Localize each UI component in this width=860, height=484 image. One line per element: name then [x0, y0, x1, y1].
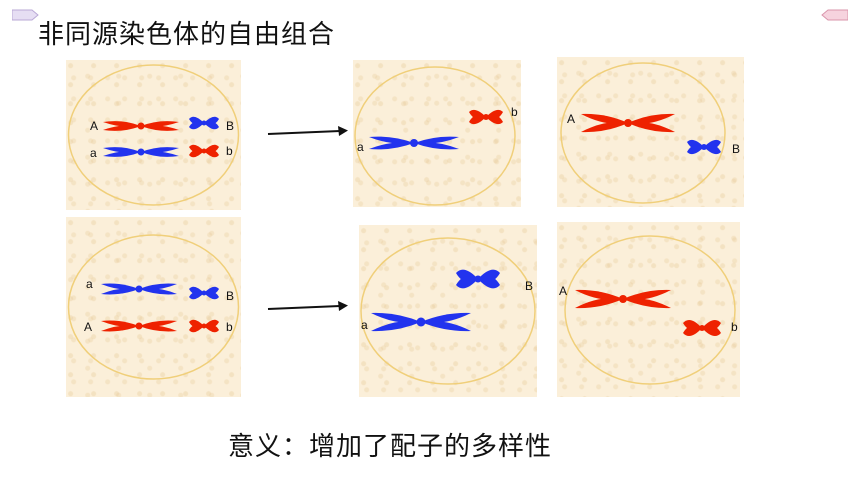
allele-label: b: [226, 144, 233, 158]
allele-label: a: [90, 146, 97, 160]
allele-label: A: [559, 284, 567, 298]
corner-tab-right-icon: [821, 9, 848, 21]
allele-label: B: [525, 279, 533, 293]
chromosome-blue-short: [189, 286, 219, 300]
significance-caption: 意义：增加了配子的多样性: [228, 432, 553, 462]
chromosome-blue-long: [371, 312, 471, 332]
gamete-cell-2a: a B: [359, 225, 537, 397]
chromosome-blue-short: [189, 116, 219, 130]
allele-label: a: [361, 318, 368, 332]
cell-membrane: [360, 237, 536, 385]
parent-cell-1: A B a b: [66, 60, 241, 210]
chromosome-red-short: [683, 319, 721, 337]
parent-cell-2: a B A b: [66, 217, 241, 397]
gamete-cell-2b: A b: [557, 222, 740, 397]
cell-membrane: [67, 64, 240, 206]
gamete-cell-1b: A B: [557, 57, 744, 207]
cell-membrane: [564, 235, 736, 385]
allele-label: A: [90, 119, 98, 133]
chromosome-red-long: [101, 320, 177, 332]
allele-label: a: [86, 277, 93, 291]
cell-membrane: [67, 234, 240, 380]
allele-label: B: [732, 142, 740, 156]
chromosome-blue-long: [103, 147, 179, 157]
chromosome-red-short: [189, 144, 219, 158]
chromosome-red-short: [189, 319, 219, 333]
chromosome-blue-long: [369, 136, 459, 150]
chromosome-blue-short: [456, 269, 500, 289]
chromosome-red-long: [581, 113, 675, 133]
chromosome-blue-long: [101, 283, 177, 295]
allele-label: a: [357, 140, 364, 154]
chromosome-red-long: [575, 289, 671, 309]
allele-label: b: [511, 105, 518, 119]
corner-tab-left-icon: [12, 9, 39, 21]
allele-label: b: [731, 320, 738, 334]
page-title: 非同源染色体的自由组合: [38, 20, 336, 50]
gamete-cell-1a: a b: [353, 60, 521, 207]
chromosome-red-short: [469, 109, 503, 125]
chromosome-blue-short: [687, 139, 721, 155]
cell-membrane: [560, 62, 726, 204]
allele-label: B: [226, 289, 234, 303]
cell-membrane: [354, 66, 516, 206]
allele-label: A: [567, 112, 575, 126]
arrow-right-icon: [267, 126, 348, 136]
arrow-right-icon: [267, 301, 348, 311]
chromosome-red-long: [103, 121, 179, 131]
allele-label: b: [226, 320, 233, 334]
allele-label: B: [226, 119, 234, 133]
allele-label: A: [84, 320, 92, 334]
